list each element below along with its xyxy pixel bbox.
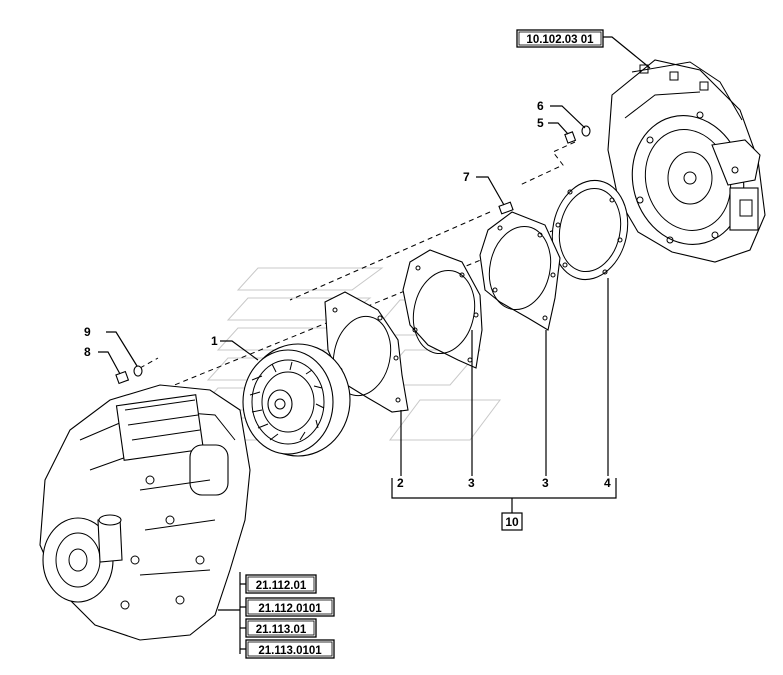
reference-box-transmission-2[interactable]: 21.112.0101 [245, 597, 335, 617]
callout-6: 6 [537, 99, 544, 113]
callout-4: 4 [604, 476, 611, 490]
callout-3a: 3 [468, 476, 475, 490]
callout-8: 8 [84, 345, 91, 359]
callout-labels: 1 9 8 7 6 5 2 3 3 4 [84, 99, 611, 490]
reference-box-engine[interactable]: 10.102.03 01 [516, 29, 604, 48]
bolt-5 [564, 131, 577, 144]
transmission-assembly [39, 384, 251, 641]
adapter-plate-3b [479, 211, 561, 331]
callout-3b: 3 [542, 476, 549, 490]
svg-text:21.112.0101: 21.112.0101 [258, 603, 322, 615]
reference-box-transmission-4[interactable]: 21.113.0101 [245, 639, 335, 659]
leader-lines [98, 36, 651, 654]
callout-7: 7 [463, 170, 470, 184]
callout-10-box: 10 [501, 512, 523, 531]
callout-5: 5 [537, 116, 544, 130]
engine-flywheel-housing [607, 59, 766, 263]
callout-2: 2 [397, 476, 404, 490]
reference-box-transmission-3[interactable]: 21.113.01 [245, 618, 317, 638]
gasket-ring-4 [551, 179, 629, 281]
callout-9: 9 [84, 325, 91, 339]
svg-text:10.102.03 01: 10.102.03 01 [526, 34, 594, 46]
washer-6 [581, 125, 591, 137]
adapter-plate-3a [402, 249, 483, 369]
svg-text:10: 10 [505, 515, 519, 529]
svg-text:21.112.01: 21.112.01 [256, 580, 307, 592]
torque-converter-1 [242, 343, 351, 457]
bolt-7 [498, 201, 514, 215]
callout-1: 1 [211, 334, 218, 348]
washer-9 [133, 365, 143, 377]
reference-box-transmission-1[interactable]: 21.112.01 [245, 574, 317, 594]
svg-text:21.113.01: 21.113.01 [256, 624, 307, 636]
bolt-8 [115, 370, 130, 385]
svg-text:21.113.0101: 21.113.0101 [258, 645, 322, 657]
